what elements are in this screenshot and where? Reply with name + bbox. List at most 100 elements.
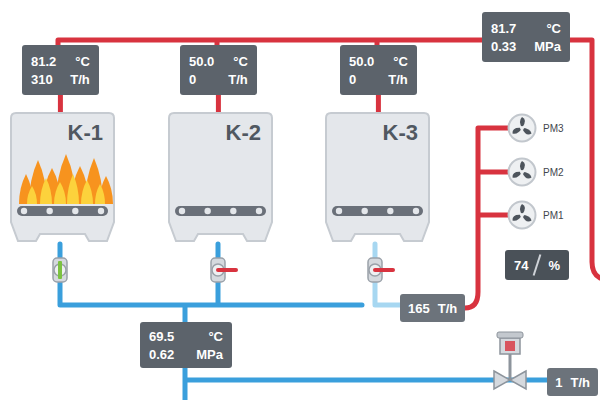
- fan-hub: [520, 213, 524, 217]
- value-text: 50.0: [189, 54, 214, 69]
- readout-panel: 50.0°C0T/h: [180, 45, 257, 95]
- unit-text: T/h: [228, 72, 248, 87]
- valve-actuator-mark: [505, 341, 515, 351]
- conveyor-roller: [387, 208, 393, 214]
- edge-layer: [60, 95, 378, 112]
- pump-name: PM1: [543, 210, 564, 221]
- pump-outline: [507, 157, 538, 187]
- conveyor-belt: [175, 206, 266, 216]
- value-text: 1: [555, 375, 562, 390]
- valve-handle-closed: [218, 268, 236, 272]
- conveyor-belt: [332, 206, 423, 216]
- value-text: 165: [408, 301, 430, 316]
- pump-name: PM3: [543, 123, 564, 134]
- flow-panel: 1 T/h: [547, 368, 598, 396]
- conveyor-roller: [179, 208, 185, 214]
- percent-panel: 74%: [505, 250, 569, 280]
- boiler-label-holder: K-1: [68, 120, 103, 146]
- value-text: 0.33: [491, 39, 516, 54]
- unit-text: T/h: [70, 72, 90, 87]
- riser-pipe: [58, 95, 63, 112]
- valve-body: [53, 258, 67, 282]
- value-text: 0: [349, 72, 356, 87]
- unit-text: °C: [75, 54, 90, 69]
- unit-text: MPa: [534, 39, 561, 54]
- pump-name: PM2: [543, 167, 564, 178]
- pump-outline: [507, 113, 538, 143]
- fan-blade: [511, 212, 523, 222]
- conveyor-roller: [72, 208, 78, 214]
- boiler-label-holder: K-2: [226, 120, 261, 146]
- conveyor-roller: [230, 208, 236, 214]
- boiler-name: K-1: [68, 120, 103, 145]
- pump-outline: [507, 200, 538, 230]
- valve-handle-open: [58, 261, 62, 279]
- fan-blade: [511, 169, 523, 179]
- conveyor-roller: [413, 208, 419, 214]
- conveyor-roller: [361, 208, 367, 214]
- valve-cap: [497, 332, 523, 338]
- flame-core: [95, 184, 105, 204]
- readout-panel: 50.0°C0T/h: [340, 45, 417, 95]
- flame-core: [67, 174, 79, 204]
- readout-panel: 81.2°C310T/h: [22, 45, 99, 95]
- unit-text: °C: [208, 329, 223, 344]
- readout-panel: 69.5 °C 0.62 MPa: [140, 322, 232, 368]
- fan-blade: [521, 213, 533, 223]
- unit-text: T/h: [571, 375, 591, 390]
- percent-slash: [533, 254, 542, 276]
- ball-valve: [368, 258, 393, 282]
- pump-symbol: PM1: [507, 200, 564, 230]
- pump-casing: [509, 115, 536, 142]
- boiler-body: [326, 113, 429, 241]
- unit-text: °C: [233, 54, 248, 69]
- pump-casing: [509, 159, 536, 186]
- fan-blade: [511, 125, 523, 135]
- value-text: 69.5: [149, 329, 174, 344]
- flow-panel: 165 T/h: [400, 294, 465, 322]
- value-text: 50.0: [349, 54, 374, 69]
- flame-core: [27, 186, 37, 204]
- return-pipe: [60, 244, 553, 400]
- conveyor-roller: [204, 208, 210, 214]
- flame-core: [54, 182, 66, 204]
- conveyor-roller: [98, 208, 104, 214]
- conveyor-roller: [256, 208, 262, 214]
- pump-symbol: PM3: [507, 113, 564, 143]
- ball-valve: [53, 258, 67, 282]
- boiler-name: K-3: [383, 120, 418, 145]
- unit-text: T/h: [388, 72, 408, 87]
- ball-valve: [211, 258, 236, 282]
- boiler-label-holder: K-3: [383, 120, 418, 146]
- boiler-unit: K-1: [10, 112, 115, 242]
- flame-core: [81, 180, 93, 204]
- valve-stem: [509, 352, 512, 380]
- flame-core: [40, 178, 52, 204]
- conveyor-roller: [21, 208, 27, 214]
- conveyor-roller: [46, 208, 52, 214]
- unit-text: %: [548, 258, 560, 273]
- valve-actuator: [500, 338, 520, 354]
- valve-handle-closed: [375, 268, 393, 272]
- control-valve: [494, 332, 526, 389]
- value-text: 74: [514, 258, 528, 273]
- conveyor-roller: [336, 208, 342, 214]
- valve-body: [494, 371, 526, 389]
- pump-symbol: PM2: [507, 157, 564, 187]
- boiler-body: [11, 113, 114, 241]
- boiler-body: [169, 113, 272, 241]
- pump-casing: [509, 202, 536, 229]
- boiler-unit: K-2: [168, 112, 273, 242]
- value-text: 0.62: [149, 347, 174, 362]
- unit-text: T/h: [438, 301, 458, 316]
- boiler-name: K-2: [226, 120, 261, 145]
- pump-pipe: [465, 128, 508, 308]
- riser-pipe: [376, 95, 381, 112]
- value-text: 81.2: [31, 54, 56, 69]
- unit-text: MPa: [196, 347, 223, 362]
- fan-blade: [521, 170, 533, 180]
- boiler-unit: K-3: [325, 112, 430, 242]
- fan-blade: [521, 126, 533, 136]
